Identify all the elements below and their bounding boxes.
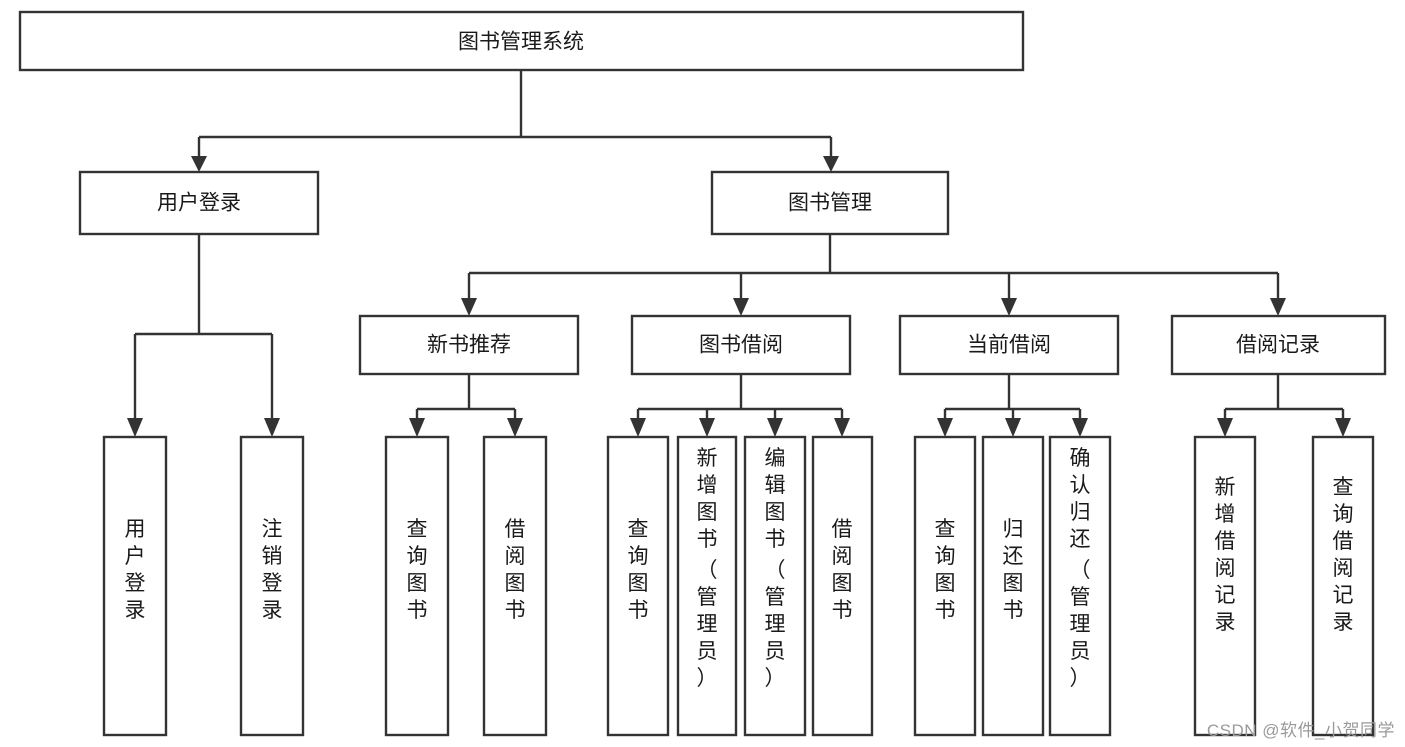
node-leaf-query-book-borrow[interactable]: 查询图书 [606, 435, 670, 737]
node-new-book-recommend-box[interactable] [358, 314, 580, 376]
node-leaf-query-book-recommend-box[interactable] [384, 435, 450, 737]
node-leaf-user-login-box[interactable] [102, 435, 168, 737]
node-leaf-borrow-book-recommend-box[interactable] [482, 435, 548, 737]
node-leaf-confirm-return-admin[interactable]: 确认归还 （管理员） [1048, 435, 1112, 737]
arrow-to-book-borrow [733, 298, 749, 316]
node-leaf-query-borrow-record[interactable]: 查询借阅记录 [1311, 435, 1375, 737]
arrow-to-leaf-user-login [127, 418, 143, 437]
arrow-to-leaf-edit-book-admin [767, 418, 783, 437]
node-borrow-record-box[interactable] [1170, 314, 1387, 376]
node-book-borrow-box[interactable] [630, 314, 852, 376]
arrow-to-leaf-query-book-current [937, 418, 953, 437]
node-root-label: 图书管理系统 [458, 31, 584, 54]
node-leaf-query-book-recommend[interactable]: 查询图书 [384, 435, 450, 737]
node-leaf-confirm-return-admin-label-line1: 确认归还 [1070, 447, 1091, 551]
connector-user-login-to-bus [133, 234, 274, 420]
node-book-management-box[interactable] [710, 170, 950, 236]
arrow-to-borrow-record [1270, 298, 1286, 316]
connector-book-borrow-to-bus [636, 374, 844, 420]
node-leaf-return-book-label: 归还图书 [1003, 518, 1024, 622]
arrow-to-leaf-query-book-borrow [630, 418, 646, 437]
arrow-to-leaf-add-borrow-record [1217, 418, 1233, 437]
connector-root-to-bus [197, 70, 833, 158]
node-leaf-logout-box[interactable] [239, 435, 305, 737]
arrow-to-leaf-query-book-recommend [409, 418, 425, 437]
node-current-borrow-box[interactable] [898, 314, 1120, 376]
node-leaf-query-book-current[interactable]: 查询图书 [913, 435, 977, 737]
arrow-to-leaf-add-book-admin [699, 418, 715, 437]
arrow-to-leaf-borrow-book [834, 418, 850, 437]
node-leaf-confirm-return-admin-box[interactable] [1048, 435, 1112, 737]
node-leaf-return-book-box[interactable] [981, 435, 1045, 737]
node-leaf-edit-book-admin-label-line2: （管理员） [765, 559, 786, 690]
node-leaf-query-book-current-label: 查询图书 [935, 518, 956, 622]
connector-group [127, 70, 1351, 437]
node-current-borrow[interactable]: 当前借阅 [898, 314, 1120, 376]
node-leaf-query-borrow-record-box[interactable] [1311, 435, 1375, 737]
connector-book-management-to-bus [467, 234, 1280, 300]
arrow-to-leaf-confirm-return-admin [1072, 418, 1088, 437]
node-leaf-borrow-book-box[interactable] [811, 435, 874, 737]
arrow-to-leaf-query-borrow-record [1335, 418, 1351, 437]
node-leaf-query-book-borrow-box[interactable] [606, 435, 670, 737]
node-leaf-add-book-admin-label-line1: 新增图书 [697, 447, 718, 551]
arrow-to-new-book-recommend [461, 298, 477, 316]
node-leaf-add-book-admin-label-line2: （管理员） [697, 559, 718, 690]
node-leaf-user-login-label: 用户登录 [125, 518, 146, 622]
node-new-book-recommend-label: 新书推荐 [427, 334, 511, 357]
node-leaf-logout[interactable]: 注销登录 [239, 435, 305, 737]
node-leaf-borrow-book[interactable]: 借阅图书 [811, 435, 874, 737]
node-leaf-edit-book-admin-label-line1: 编辑图书 [765, 447, 786, 551]
node-root[interactable]: 图书管理系统 [18, 10, 1025, 72]
node-leaf-add-borrow-record-label: 新增借阅记录 [1215, 476, 1236, 634]
arrow-to-user-login [191, 156, 207, 172]
arrow-to-leaf-borrow-book-recommend [507, 418, 523, 437]
connector-new-book-recommend-to-bus [415, 374, 517, 420]
node-leaf-edit-book-admin-box[interactable] [743, 435, 807, 737]
node-user-login-label: 用户登录 [157, 192, 241, 215]
node-leaf-user-login[interactable]: 用户登录 [102, 435, 168, 737]
node-leaf-add-book-admin-box[interactable] [676, 435, 738, 737]
node-leaf-borrow-book-recommend-label: 借阅图书 [505, 518, 526, 622]
node-leaf-borrow-book-label: 借阅图书 [832, 518, 853, 622]
node-book-borrow-label: 图书借阅 [699, 334, 783, 357]
arrow-to-current-borrow [1001, 298, 1017, 316]
node-user-login[interactable]: 用户登录 [78, 170, 320, 236]
node-leaf-query-book-current-box[interactable] [913, 435, 977, 737]
node-leaf-edit-book-admin[interactable]: 编辑图书 （管理员） [743, 435, 807, 737]
node-borrow-record-label: 借阅记录 [1236, 334, 1320, 357]
node-leaf-query-book-borrow-label: 查询图书 [628, 518, 649, 622]
node-book-borrow[interactable]: 图书借阅 [630, 314, 852, 376]
node-leaf-query-borrow-record-label: 查询借阅记录 [1333, 476, 1354, 634]
csdn-watermark: CSDN @软件_小贺同学 [1206, 721, 1395, 740]
node-leaf-borrow-book-recommend[interactable]: 借阅图书 [482, 435, 548, 737]
node-new-book-recommend[interactable]: 新书推荐 [358, 314, 580, 376]
node-leaf-logout-label: 注销登录 [262, 518, 283, 622]
arrow-to-leaf-logout [264, 418, 280, 437]
connector-current-borrow-to-bus [943, 374, 1082, 420]
node-current-borrow-label: 当前借阅 [967, 334, 1051, 357]
node-book-management[interactable]: 图书管理 [710, 170, 950, 236]
node-leaf-query-book-recommend-label: 查询图书 [407, 518, 428, 622]
node-leaf-add-borrow-record-box[interactable] [1193, 435, 1257, 737]
node-user-login-box[interactable] [78, 170, 320, 236]
node-leaf-return-book[interactable]: 归还图书 [981, 435, 1045, 737]
node-book-management-label: 图书管理 [788, 192, 872, 215]
node-borrow-record[interactable]: 借阅记录 [1170, 314, 1387, 376]
arrow-to-leaf-return-book [1005, 418, 1021, 437]
node-leaf-confirm-return-admin-label-line2: （管理员） [1070, 559, 1091, 690]
node-leaf-add-book-admin[interactable]: 新增图书 （管理员） [676, 435, 738, 737]
connector-borrow-record-to-bus [1223, 374, 1345, 420]
node-leaf-add-borrow-record[interactable]: 新增借阅记录 [1193, 435, 1257, 737]
node-root-box[interactable] [18, 10, 1025, 72]
arrow-to-book-management [823, 156, 839, 172]
